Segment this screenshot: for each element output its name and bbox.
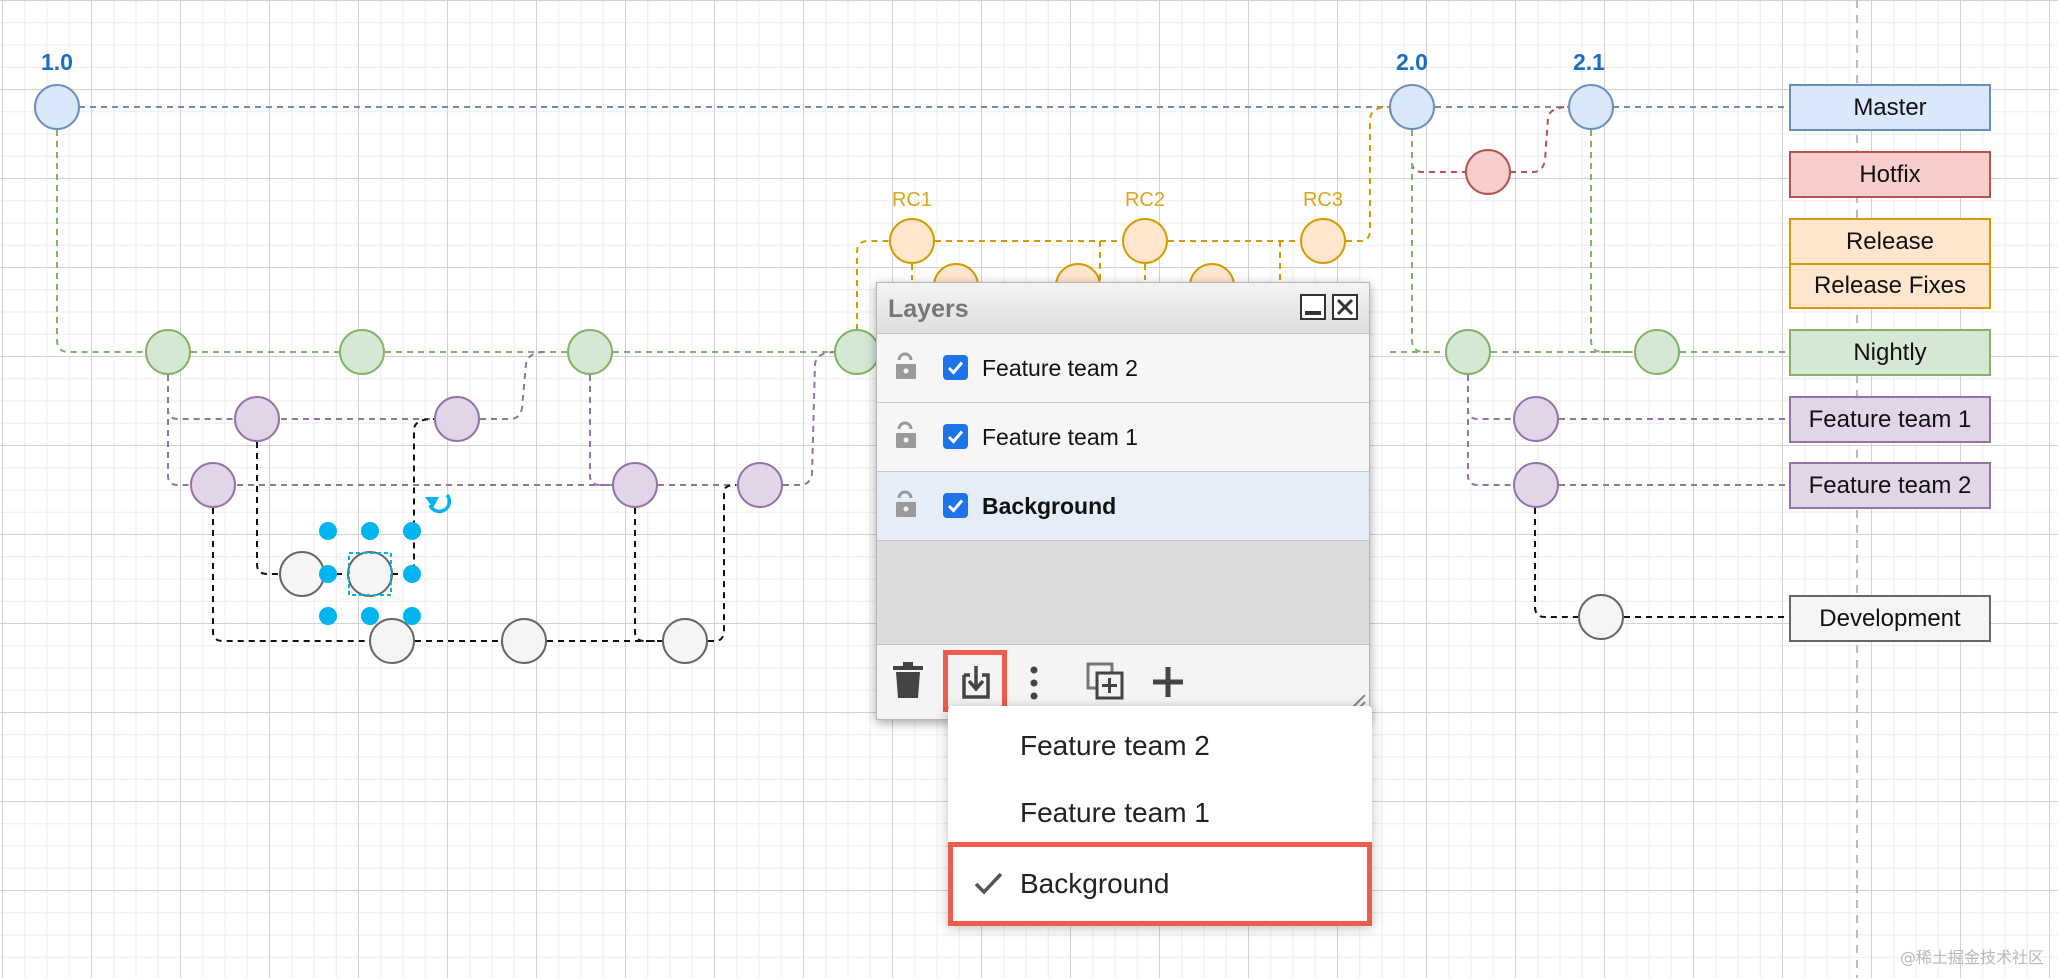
version-label: 1.0 (41, 49, 73, 75)
menu-item-feature-team-1[interactable]: Feature team 1 (948, 781, 1372, 847)
commit-release-rc1[interactable] (889, 218, 935, 264)
more-vertical-icon[interactable] (1027, 665, 1041, 701)
commit-development[interactable] (662, 618, 708, 664)
resize-handle[interactable] (403, 565, 421, 583)
version-label: 2.1 (1573, 49, 1605, 75)
selection-handles[interactable] (319, 493, 452, 625)
commit-development[interactable] (369, 618, 415, 664)
duplicate-icon[interactable] (1085, 661, 1125, 701)
rc-label: RC1 (892, 189, 932, 211)
commit-development-selected[interactable] (347, 551, 393, 597)
commit-feature-team-1[interactable] (434, 396, 480, 442)
release-branch-lines (856, 106, 1390, 352)
commit-master-1-0[interactable] (34, 84, 80, 130)
legend-label: Nightly (1853, 339, 1926, 366)
resize-handle[interactable] (319, 607, 337, 625)
unlock-icon[interactable] (893, 421, 923, 451)
commit-release-rc2[interactable] (1122, 218, 1168, 264)
legend-label: Master (1853, 94, 1926, 121)
commit-development[interactable] (501, 618, 547, 664)
legend-box-release-fixes[interactable] (1789, 263, 1991, 309)
commit-master-2-0[interactable] (1389, 84, 1435, 130)
commit-hotfix[interactable] (1465, 149, 1511, 195)
rotate-handle-icon[interactable] (425, 493, 452, 514)
menu-item-background[interactable]: Background (948, 842, 1372, 926)
menu-item-feature-team-2[interactable]: Feature team 2 (948, 714, 1372, 780)
trash-icon[interactable] (891, 661, 925, 701)
panel-title: Layers (888, 295, 969, 323)
layer-visibility-checkbox[interactable] (943, 424, 968, 449)
layer-visibility-checkbox[interactable] (943, 355, 968, 380)
commit-nightly[interactable] (1634, 329, 1680, 375)
legend-label: Release Fixes (1814, 272, 1966, 299)
commit-nightly[interactable] (145, 329, 191, 375)
rc-label: RC3 (1303, 189, 1343, 211)
minimize-icon[interactable] (1300, 294, 1326, 320)
commit-development[interactable] (279, 551, 325, 597)
layer-name: Feature team 1 (982, 424, 1138, 450)
watermark: @稀土掘金技术社区 (1899, 948, 2044, 967)
commit-nightly[interactable] (567, 329, 613, 375)
legend-box-feature-team-1[interactable] (1789, 396, 1991, 443)
layer-visibility-checkbox[interactable] (943, 493, 968, 518)
layer-row-feature-team-2[interactable]: Feature team 2 (877, 334, 1369, 403)
legend-box-development[interactable] (1789, 595, 1991, 642)
menu-item-label: Background (1020, 868, 1170, 899)
layer-row-background[interactable]: Background (877, 472, 1369, 541)
layers-panel[interactable]: Layers Feature team 2 Feature te (876, 282, 1370, 720)
commit-release-rc3[interactable] (1300, 218, 1346, 264)
legend-box-nightly[interactable] (1789, 329, 1991, 376)
commit-nightly[interactable] (339, 329, 385, 375)
plus-icon[interactable] (1151, 665, 1185, 699)
commit-nightly[interactable] (834, 329, 880, 375)
legend-box-release[interactable] (1789, 218, 1991, 265)
resize-handle[interactable] (319, 522, 337, 540)
legend-label: Hotfix (1859, 161, 1920, 188)
legend-box-feature-team-2[interactable] (1789, 462, 1991, 509)
commit-feature-team-2[interactable] (737, 462, 783, 508)
layer-name: Feature team 2 (982, 355, 1138, 381)
commit-development[interactable] (1578, 594, 1624, 640)
commit-feature-team-2[interactable] (612, 462, 658, 508)
rc-label: RC2 (1125, 189, 1165, 211)
nightly-branch-lines (56, 130, 1790, 353)
development-branch-lines (212, 418, 1790, 642)
resize-handle[interactable] (403, 607, 421, 625)
unlock-icon[interactable] (893, 490, 923, 520)
move-selection-icon (962, 666, 990, 699)
version-label: 2.0 (1396, 49, 1428, 75)
menu-item-label: Feature team 2 (1020, 730, 1210, 761)
legend-box-master[interactable] (1789, 84, 1991, 131)
resize-handle[interactable] (361, 607, 379, 625)
move-selection-button[interactable] (943, 650, 1007, 712)
move-to-layer-menu: Feature team 2 Feature team 1 Background (948, 706, 1372, 926)
commit-feature-team-2[interactable] (190, 462, 236, 508)
legend-label: Development (1819, 605, 1961, 632)
layers-panel-title-bar[interactable]: Layers (877, 283, 1369, 334)
checkmark-icon (974, 872, 1003, 895)
commit-feature-team-2[interactable] (1513, 462, 1559, 508)
commit-master-2-1[interactable] (1568, 84, 1614, 130)
resize-handle[interactable] (403, 522, 421, 540)
legend: Master Hotfix Release Release Fixes Nigh… (1789, 84, 1991, 642)
layer-row-feature-team-1[interactable]: Feature team 1 (877, 403, 1369, 472)
feature-team-2-lines (167, 351, 1790, 486)
commit-feature-team-1[interactable] (234, 396, 280, 442)
close-icon[interactable] (1332, 294, 1358, 320)
hotfix-branch-lines (1411, 106, 1569, 173)
layer-name: Background (982, 493, 1117, 519)
resize-handle[interactable] (361, 522, 379, 540)
legend-box-hotfix[interactable] (1789, 151, 1991, 198)
menu-item-label: Feature team 1 (1020, 797, 1210, 828)
legend-label: Release (1846, 228, 1934, 255)
selection-box (348, 552, 392, 596)
unlock-icon[interactable] (893, 352, 923, 382)
legend-label: Feature team 1 (1809, 406, 1972, 433)
resize-handle[interactable] (319, 565, 337, 583)
commit-feature-team-1[interactable] (1513, 396, 1559, 442)
commit-nightly[interactable] (1445, 329, 1491, 375)
legend-label: Feature team 2 (1809, 472, 1972, 499)
